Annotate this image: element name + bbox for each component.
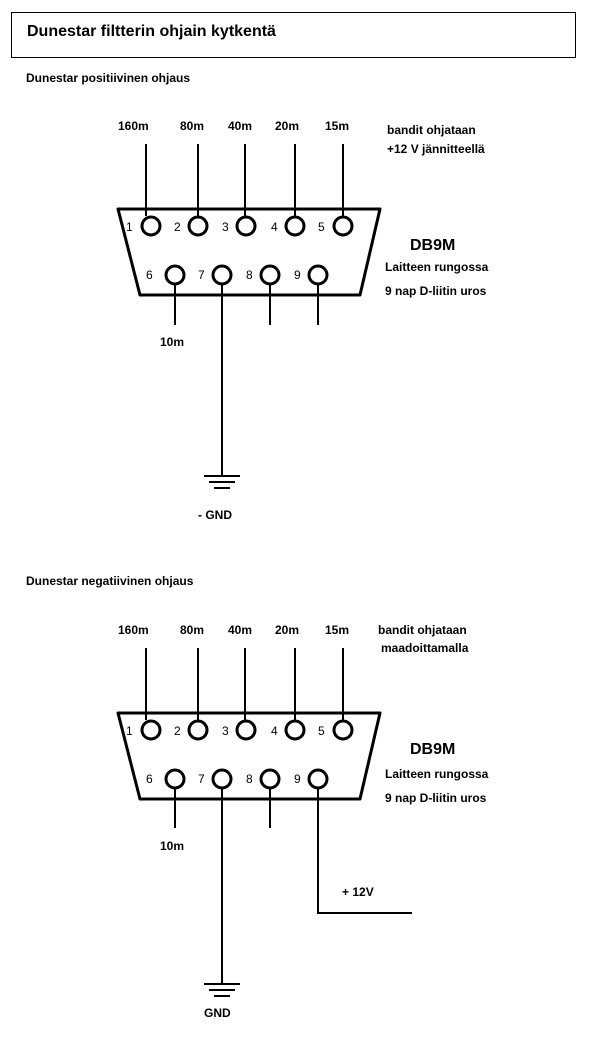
top-pins xyxy=(140,719,354,741)
pin-3 xyxy=(235,215,257,237)
pin-number-6: 6 xyxy=(146,268,153,282)
pin-1 xyxy=(140,719,162,741)
pin-number-1: 1 xyxy=(126,724,133,738)
control-note-line2: maadoittamalla xyxy=(381,641,469,655)
pin-number-6: 6 xyxy=(146,772,153,786)
band-label-40m: 40m xyxy=(228,119,252,133)
title-box: Dunestar filtterin ohjain kytkentä xyxy=(11,12,576,58)
pin-2 xyxy=(187,215,209,237)
pin-number-8: 8 xyxy=(246,772,253,786)
pin-number-5: 5 xyxy=(318,220,325,234)
pin-number-9: 9 xyxy=(294,268,301,282)
pin-number-2: 2 xyxy=(174,220,181,234)
band-label-80m: 80m xyxy=(180,119,204,133)
pin-5 xyxy=(332,719,354,741)
pin-3 xyxy=(235,719,257,741)
band-wires xyxy=(145,144,344,216)
pin-7 xyxy=(211,768,233,790)
pin-8 xyxy=(259,264,281,286)
ground-symbol xyxy=(204,475,240,489)
pin-1 xyxy=(140,215,162,237)
connector-desc-line2: 9 nap D-liitin uros xyxy=(385,791,487,805)
pin-9 xyxy=(307,264,329,286)
control-note-line1: bandit ohjataan xyxy=(387,123,476,137)
band-label-160m: 160m xyxy=(118,623,149,637)
band-label-15m: 15m xyxy=(325,623,349,637)
pin-9 xyxy=(307,768,329,790)
negative-heading: Dunestar negatiivinen ohjaus xyxy=(26,574,194,588)
band-label-10m: 10m xyxy=(160,839,184,853)
bottom-wires xyxy=(174,284,319,476)
pin-number-5: 5 xyxy=(318,724,325,738)
pin-2 xyxy=(187,719,209,741)
positive-heading: Dunestar positiivinen ohjaus xyxy=(26,71,190,85)
db9-shell xyxy=(116,711,382,801)
band-wires xyxy=(145,648,344,720)
pin-number-4: 4 xyxy=(271,220,278,234)
pin-number-4: 4 xyxy=(271,724,278,738)
control-note-line1: bandit ohjataan xyxy=(378,623,467,637)
pin-6 xyxy=(164,264,186,286)
negative-section: Dunestar negatiivinen ohjaus 160m 80m 40… xyxy=(26,574,489,1020)
band-label-20m: 20m xyxy=(275,119,299,133)
pin-4 xyxy=(284,215,306,237)
connector-desc-line1: Laitteen rungossa xyxy=(385,260,489,274)
pin-7 xyxy=(211,264,233,286)
pin-number-7: 7 xyxy=(198,268,205,282)
pin-4 xyxy=(284,719,306,741)
pin-number-3: 3 xyxy=(222,724,229,738)
ground-label: - GND xyxy=(198,508,232,522)
band-label-20m: 20m xyxy=(275,623,299,637)
band-label-40m: 40m xyxy=(228,623,252,637)
pin-number-3: 3 xyxy=(222,220,229,234)
page-title: Dunestar filtterin ohjain kytkentä xyxy=(27,23,276,40)
pin-5 xyxy=(332,215,354,237)
pin-number-1: 1 xyxy=(126,220,133,234)
connector-desc-line2: 9 nap D-liitin uros xyxy=(385,284,487,298)
connector-name: DB9M xyxy=(410,237,455,254)
pin-number-2: 2 xyxy=(174,724,181,738)
bottom-wires xyxy=(174,788,412,984)
band-label-10m: 10m xyxy=(160,335,184,349)
band-label-160m: 160m xyxy=(118,119,149,133)
connector-desc-line1: Laitteen rungossa xyxy=(385,767,489,781)
pin-number-7: 7 xyxy=(198,772,205,786)
pin-number-9: 9 xyxy=(294,772,301,786)
db9-shell xyxy=(116,207,382,297)
positive-section: Dunestar positiivinen ohjaus 160m 80m 40… xyxy=(26,71,489,522)
ground-symbol xyxy=(204,983,240,997)
wire-supply xyxy=(317,788,412,914)
pin-8 xyxy=(259,768,281,790)
band-label-80m: 80m xyxy=(180,623,204,637)
band-label-15m: 15m xyxy=(325,119,349,133)
connector-name: DB9M xyxy=(410,741,455,758)
top-pins xyxy=(140,215,354,237)
pin-6 xyxy=(164,768,186,790)
control-note-line2: +12 V jännitteellä xyxy=(387,142,485,156)
supply-label: + 12V xyxy=(342,885,374,899)
ground-label: GND xyxy=(204,1006,231,1020)
pin-number-8: 8 xyxy=(246,268,253,282)
